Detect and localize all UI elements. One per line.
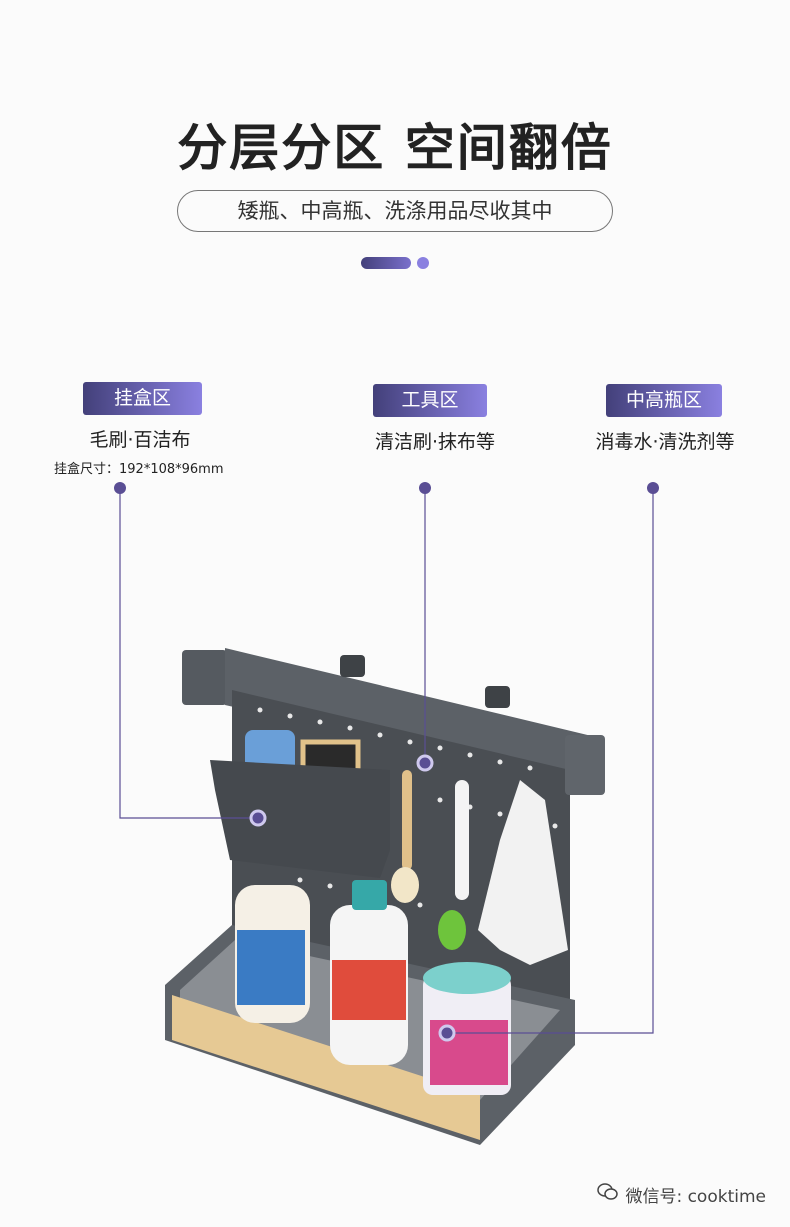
wechat-icon (597, 1183, 619, 1206)
subtitle-box: 矮瓶、中高瓶、洗涤用品尽收其中 (177, 190, 613, 232)
zone-desc-tools: 清洁刷·抹布等 (374, 431, 496, 453)
watermark-text: 微信号: cooktime (625, 1187, 766, 1207)
callout-dots (114, 482, 659, 1042)
callout-lines (119, 488, 654, 1034)
zone-tag-bottles: 中高瓶区 (606, 384, 722, 417)
decor-pill (361, 257, 411, 269)
brush-and-cloth (391, 770, 568, 965)
zone-desc-hanging-box: 毛刷·百洁布 (89, 429, 191, 451)
decor-dot (417, 257, 429, 269)
hanging-box (210, 730, 390, 878)
zone-desc-bottles: 消毒水·清洗剂等 (595, 431, 735, 453)
zone-size-hanging-box: 挂盒尺寸：192*108*96mm (54, 462, 224, 477)
bottles (235, 880, 511, 1095)
watermark: 微信号: cooktime (597, 1182, 766, 1207)
zone-tag-hanging-box: 挂盒区 (83, 382, 202, 415)
page-title: 分层分区 空间翻倍 (177, 119, 613, 177)
zone-tag-tools: 工具区 (373, 384, 487, 417)
